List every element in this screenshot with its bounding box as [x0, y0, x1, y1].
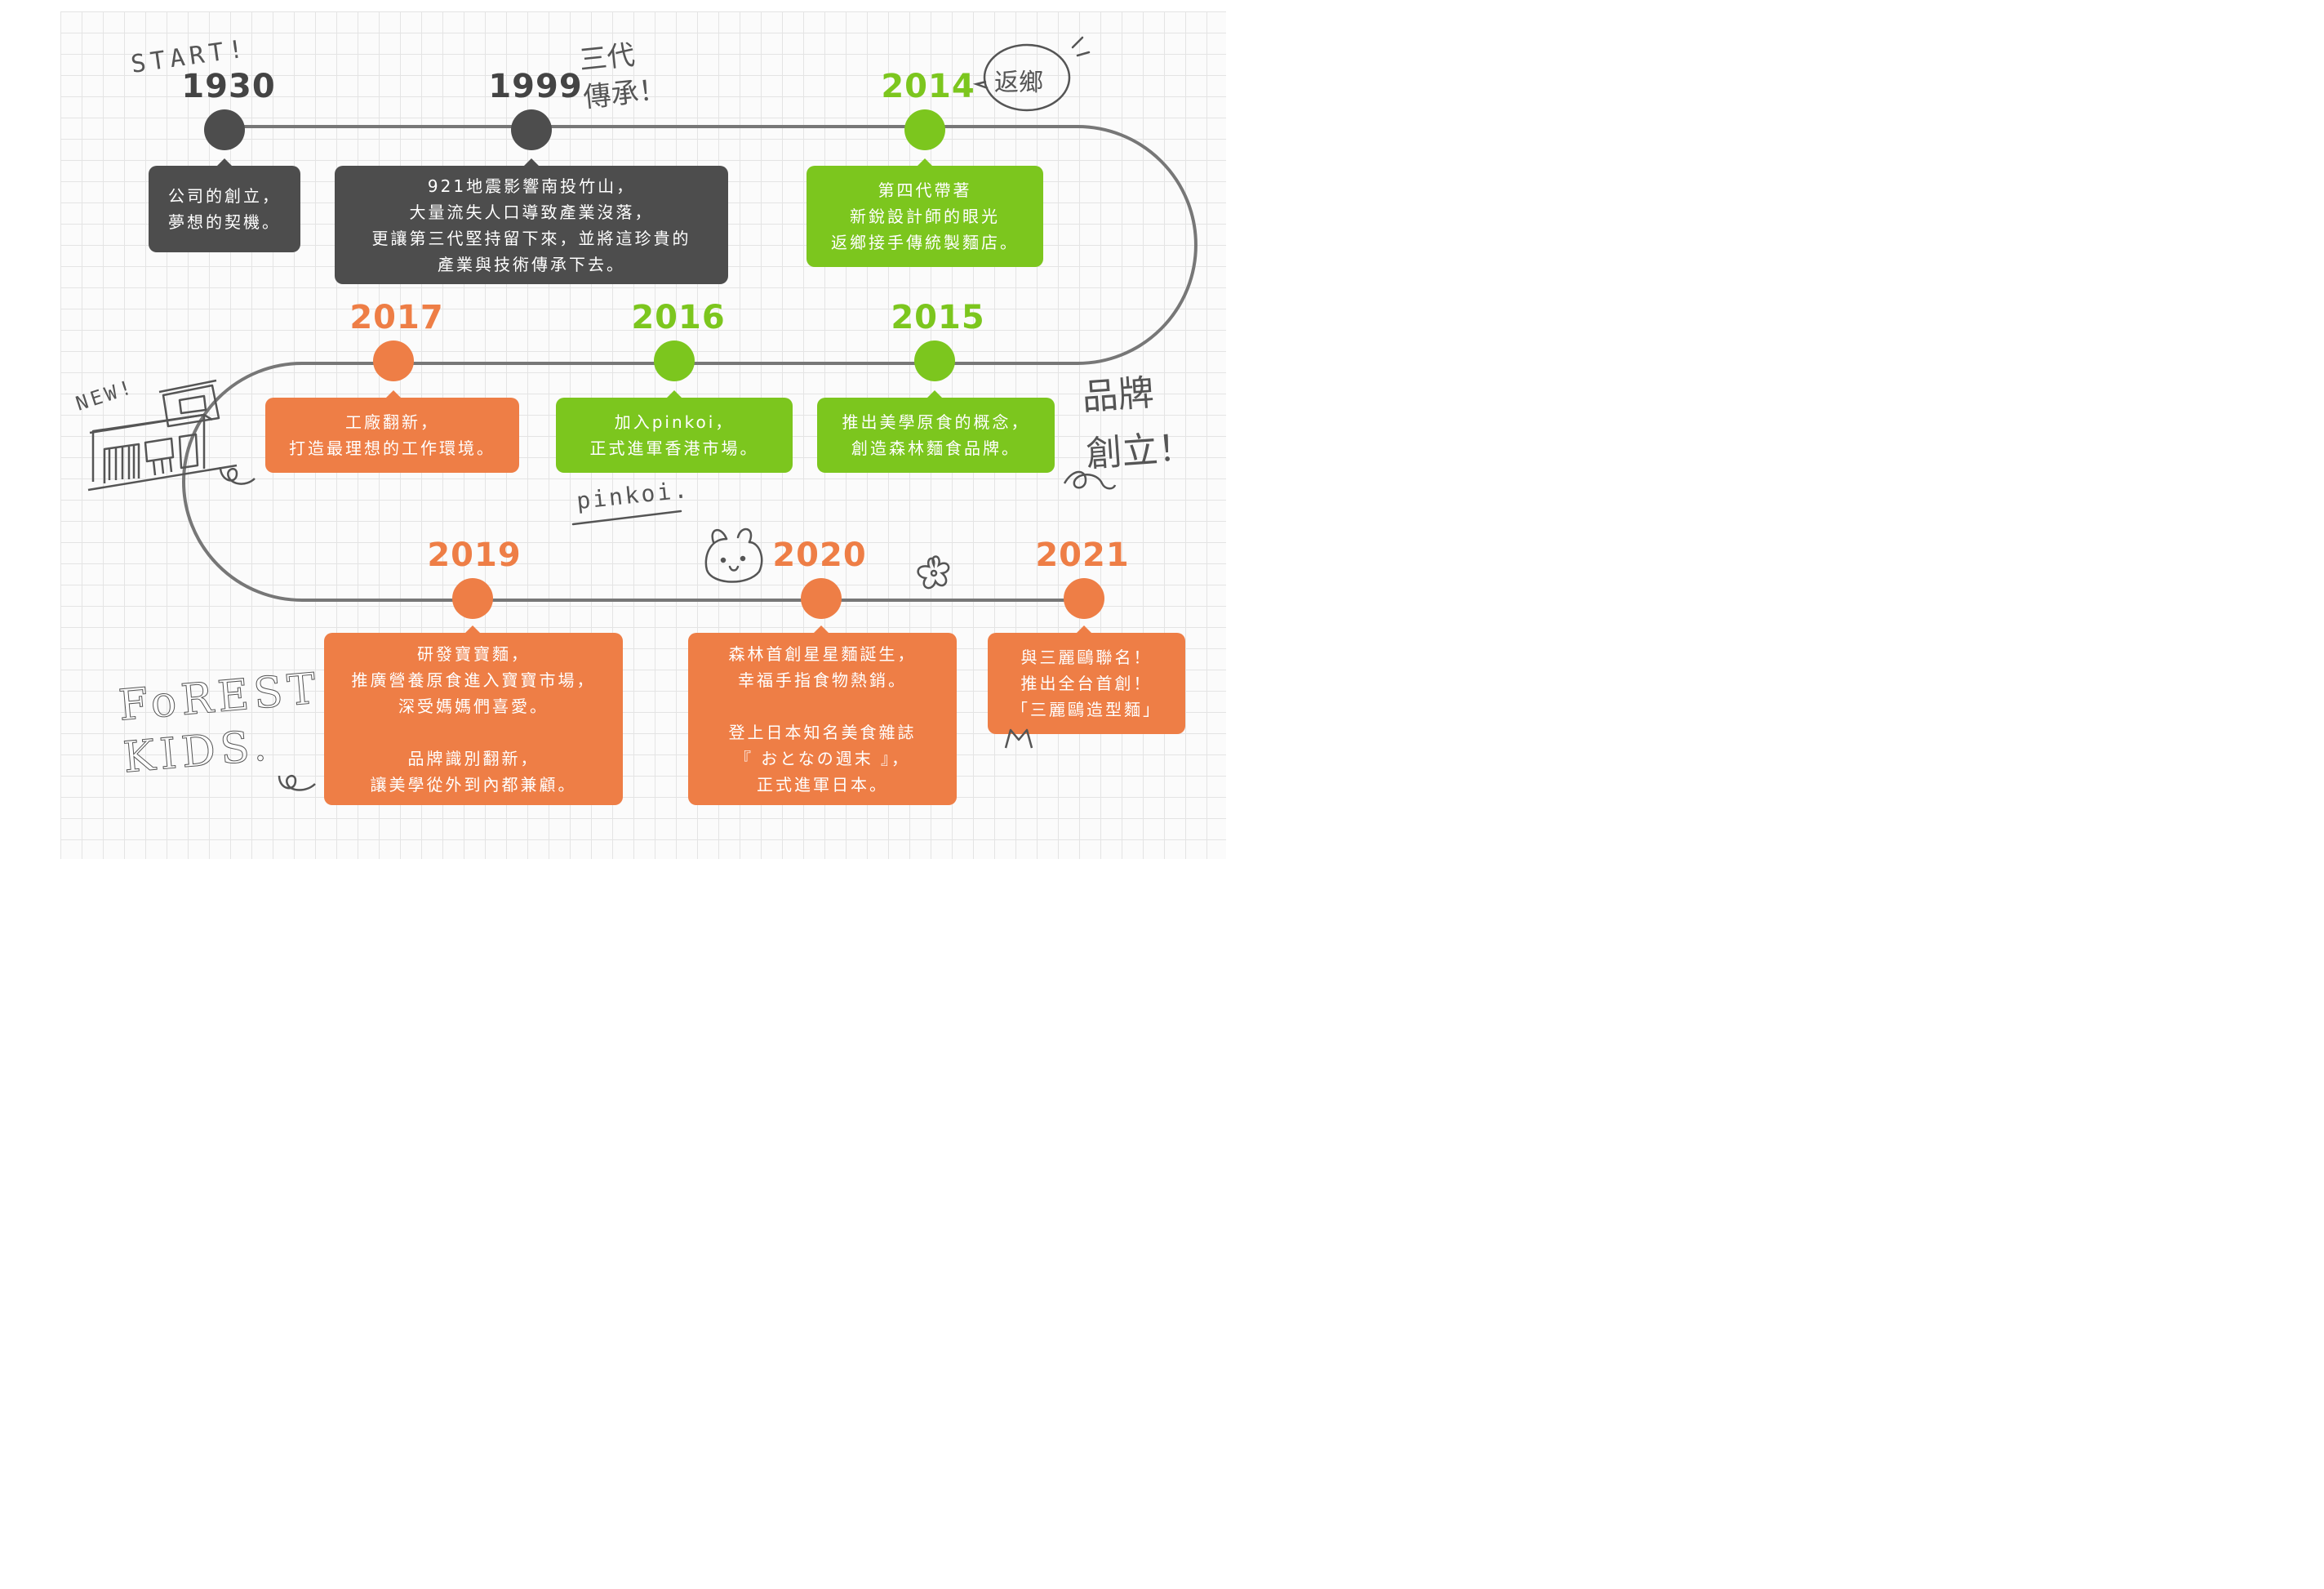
event-text-2015: 推出美學原食的概念， 創造森林麵食品牌。: [842, 409, 1030, 461]
event-text-2014: 第四代帶著 新銳設計師的眼光 返鄉接手傳統製麵店。: [831, 177, 1019, 256]
timeline-dot-1930: [204, 109, 245, 150]
event-text-2020: 森林首創星星麵誕生， 幸福手指食物熱銷。 登上日本知名美食雜誌 『 おとなの週末…: [729, 641, 917, 798]
year-2020: 2020: [772, 539, 866, 572]
timeline-dot-2014: [904, 109, 945, 150]
year-2016: 2016: [631, 301, 725, 334]
event-text-1930: 公司的創立， 夢想的契機。: [168, 183, 281, 235]
year-1999: 1999: [488, 70, 582, 103]
year-2015: 2015: [891, 301, 984, 334]
year-2019: 2019: [427, 539, 521, 572]
event-card-1999: 921地震影響南投竹山， 大量流失人口導致產業沒落， 更讓第三代堅持留下來，並將…: [335, 166, 728, 284]
flower-icon: [913, 552, 955, 594]
event-card-2020: 森林首創星星麵誕生， 幸福手指食物熱銷。 登上日本知名美食雜誌 『 おとなの週末…: [688, 633, 957, 805]
doodle-return-home: 返鄉: [994, 62, 1043, 98]
star-icon: [1001, 727, 1037, 751]
event-text-2021: 與三麗鷗聯名！ 推出全台首創！ 「三麗鷗造型麵」: [1011, 644, 1162, 723]
event-text-1999: 921地震影響南投竹山， 大量流失人口導致產業沒落， 更讓第三代堅持留下來，並將…: [372, 173, 691, 278]
timeline-dot-1999: [511, 109, 552, 150]
underline-stroke: [571, 503, 686, 527]
year-1930: 1930: [181, 70, 275, 103]
event-text-2017: 工廠翻新， 打造最理想的工作環境。: [289, 409, 495, 461]
event-card-2014: 第四代帶著 新銳設計師的眼光 返鄉接手傳統製麵店。: [807, 166, 1043, 267]
doodle-three-generations: 三代 傳承！: [577, 33, 668, 117]
timeline-dot-2020: [801, 578, 842, 619]
event-card-2021: 與三麗鷗聯名！ 推出全台首創！ 「三麗鷗造型麵」: [988, 633, 1185, 734]
year-2014: 2014: [881, 70, 975, 103]
timeline-dot-2016: [654, 340, 695, 381]
timeline-dot-2015: [914, 340, 955, 381]
timeline-dot-2019: [452, 578, 493, 619]
event-text-2019: 研發寶寶麵， 推廣營養原食進入寶寶市場， 深受媽媽們喜愛。 品牌識別翻新， 讓美…: [352, 641, 596, 798]
event-text-2016: 加入pinkoi， 正式進軍香港市場。: [590, 409, 759, 461]
squiggle-icon: [217, 459, 258, 492]
swirl-icon: [1061, 465, 1118, 498]
event-card-2017: 工廠翻新， 打造最理想的工作環境。: [265, 398, 519, 473]
squiggle-icon: [276, 764, 318, 797]
bunny-face-icon: [702, 523, 767, 588]
event-card-1930: 公司的創立， 夢想的契機。: [149, 166, 300, 252]
year-2017: 2017: [349, 301, 443, 334]
timeline-dot-2017: [373, 340, 414, 381]
event-card-2015: 推出美學原食的概念， 創造森林麵食品牌。: [817, 398, 1055, 473]
event-card-2016: 加入pinkoi， 正式進軍香港市場。: [556, 398, 793, 473]
event-card-2019: 研發寶寶麵， 推廣營養原食進入寶寶市場， 深受媽媽們喜愛。 品牌識別翻新， 讓美…: [324, 633, 623, 805]
timeline-dot-2021: [1064, 578, 1104, 619]
year-2021: 2021: [1035, 539, 1129, 572]
